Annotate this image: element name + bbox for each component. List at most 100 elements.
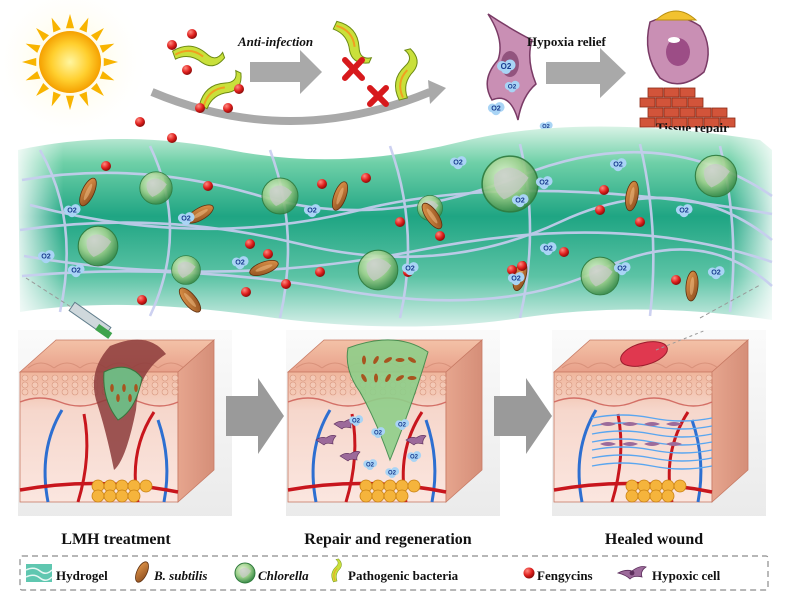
legend-fengycins: Fengycins — [537, 568, 593, 583]
panel-label-healed-wound: Healed wound — [605, 531, 703, 548]
oxygen-bubble: O2 — [707, 266, 725, 280]
oxygen-bubble: O2 — [487, 102, 505, 116]
o2-label: O2 — [235, 258, 245, 267]
fengycin-particle — [137, 295, 147, 305]
fengycin-particle — [635, 217, 645, 227]
oxygen-bubble: O2 — [401, 262, 419, 276]
pathogenic-bacteria-legend-icon — [325, 557, 348, 584]
anti-infection-curve-arrow — [150, 88, 432, 125]
oxygen-bubble: O2 — [63, 204, 81, 218]
chlorella-cell — [694, 154, 738, 198]
o2-label: O2 — [679, 206, 689, 215]
fengycin-particle — [517, 261, 527, 271]
o2-label: O2 — [515, 196, 525, 205]
chlorella-cell — [481, 155, 539, 213]
pathogenic-bacteria-icon — [168, 32, 228, 79]
b-subtilis-icon — [135, 561, 149, 583]
fengycin-particle — [167, 133, 177, 143]
killed-bacteria-icon — [330, 13, 374, 72]
o2-label: O2 — [71, 266, 81, 275]
fengycin-particle — [559, 247, 569, 257]
o2-label: O2 — [539, 178, 549, 187]
fengycin-particle — [101, 161, 111, 171]
o2-label: O2 — [405, 264, 415, 273]
oxygen-bubble: O2 — [37, 250, 55, 264]
o2-label: O2 — [617, 264, 627, 273]
o2-label: O2 — [366, 462, 375, 468]
chlorella-cell — [357, 249, 399, 291]
legend: Hydrogel B. subtilis Chlorella Pathogeni… — [19, 555, 769, 591]
o2-label: O2 — [410, 454, 419, 460]
oxygen-bubble: O2 — [349, 415, 364, 426]
fengycin-icon — [523, 567, 535, 579]
panel-label-repair-regeneration: Repair and regeneration — [304, 531, 472, 548]
skin-panel-3 — [552, 329, 766, 516]
oxygen-bubble: O2 — [371, 427, 386, 438]
fengycin-particle — [315, 267, 325, 277]
legend-pathogenic-bacteria: Pathogenic bacteria — [348, 568, 459, 583]
oxygen-bubble: O2 — [511, 194, 529, 208]
sun-icon — [22, 14, 118, 110]
o2-label: O2 — [398, 422, 407, 428]
o2-label: O2 — [501, 62, 512, 71]
legend-hypoxic-cell: Hypoxic cell — [652, 568, 721, 583]
fengycin-particle — [263, 249, 273, 259]
chlorella-cell — [171, 255, 201, 285]
oxygen-bubble: O2 — [497, 59, 516, 74]
fengycin-particle — [245, 239, 255, 249]
fengycin-particle — [317, 179, 327, 189]
panel-arrow-2 — [494, 378, 552, 454]
fengycin-particle — [135, 117, 145, 127]
fengycin-particle — [595, 205, 605, 215]
o2-label: O2 — [352, 418, 361, 424]
o2-label: O2 — [453, 158, 463, 167]
fengycin-particle — [281, 279, 291, 289]
o2-label: O2 — [491, 104, 501, 113]
o2-label: O2 — [711, 268, 721, 277]
chlorella-icon — [234, 562, 256, 584]
oxygen-bubble: O2 — [363, 459, 378, 470]
hypoxic-cell-legend-icon — [616, 566, 647, 580]
legend-b-subtilis: B. subtilis — [153, 568, 207, 583]
legend-chlorella: Chlorella — [258, 568, 309, 583]
oxygen-bubble: O2 — [613, 262, 631, 276]
oxygen-bubble: O2 — [609, 158, 627, 172]
oxygen-bubble: O2 — [449, 156, 467, 170]
o2-label: O2 — [41, 252, 51, 261]
oxygen-bubble: O2 — [67, 264, 85, 278]
fengycin-particle — [599, 185, 609, 195]
oxygen-bubble: O2 — [675, 204, 693, 218]
fengycin-particle — [395, 217, 405, 227]
o2-label: O2 — [307, 206, 317, 215]
panel-arrow-1 — [226, 378, 284, 454]
anti-infection-label: Anti-infection — [237, 34, 313, 49]
fengycin-particle — [241, 287, 251, 297]
skin-panel-1 — [18, 301, 232, 516]
oxygen-bubble: O2 — [539, 242, 557, 256]
o2-label: O2 — [613, 160, 623, 169]
o2-label: O2 — [67, 206, 77, 215]
chlorella-cell — [77, 225, 119, 267]
tissue-repair-icon — [639, 10, 736, 128]
fengycin-particle — [361, 173, 371, 183]
fengycin-particle — [435, 231, 445, 241]
chlorella-cell — [139, 171, 173, 205]
anti-infection-arrow — [250, 50, 322, 94]
oxygen-bubble: O2 — [231, 256, 249, 270]
oxygen-bubble: O2 — [535, 176, 553, 190]
fengycin-particle — [671, 275, 681, 285]
fengycin-particle — [203, 181, 213, 191]
cross-icon — [342, 57, 389, 107]
hypoxia-relief-label: Hypoxia relief — [527, 34, 607, 49]
oxygen-bubble: O2 — [395, 419, 410, 430]
hypoxia-relief-arrow — [546, 48, 626, 98]
chlorella-cell — [261, 177, 299, 215]
o2-label: O2 — [374, 430, 383, 436]
o2-label: O2 — [508, 83, 517, 90]
